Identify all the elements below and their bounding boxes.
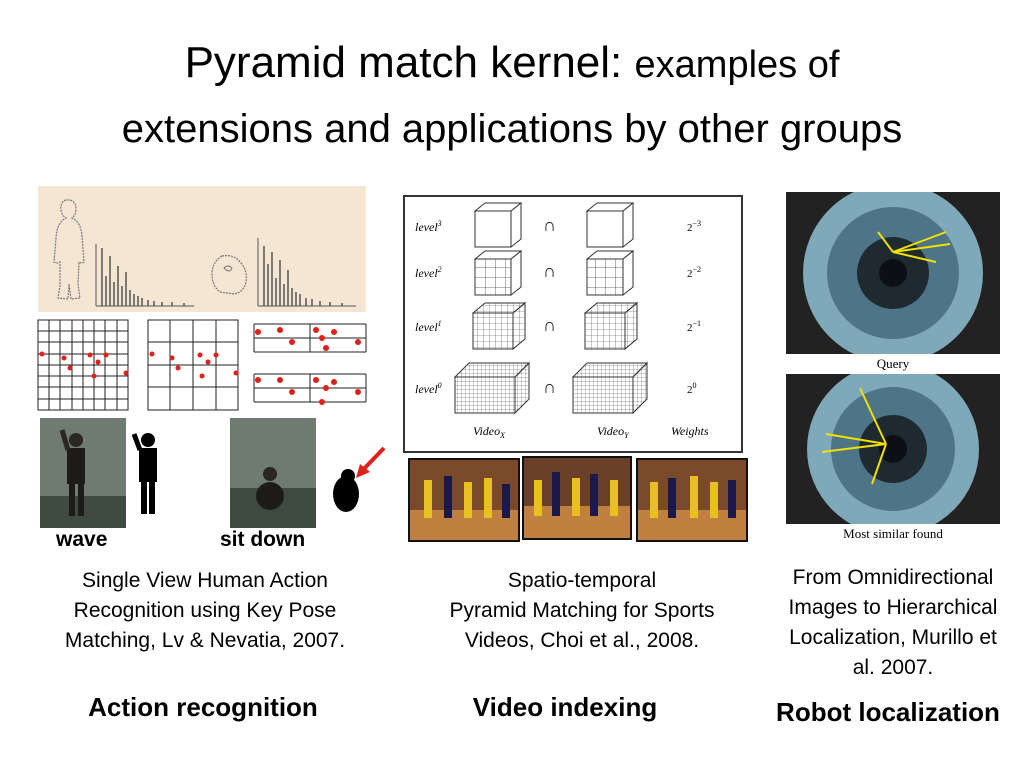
- robot-caption: From Omnidirectional Images to Hierarchi…: [762, 563, 1024, 683]
- title-main: Pyramid match kernel:: [184, 38, 623, 87]
- weight-label: 2−2: [687, 265, 701, 280]
- wave-photo: [40, 418, 126, 528]
- similar-omni-image: [786, 363, 1000, 535]
- intersection-icon: ∩: [543, 315, 556, 335]
- keypoint-grids: [36, 318, 368, 412]
- keypoint-grids-figure: [37, 319, 367, 411]
- sports-frame: [408, 458, 520, 542]
- sit-down-silhouette: [326, 442, 392, 518]
- video-y-label: VideoY: [597, 424, 630, 440]
- intersection-icon: ∩: [543, 377, 556, 397]
- level-label: level1: [415, 319, 442, 334]
- sports-frame-figure: [638, 460, 746, 540]
- action-caption-line: Matching, Lv & Nevatia, 2007.: [64, 629, 346, 652]
- similar-omni-figure: [807, 363, 979, 535]
- sit-down-photo: [230, 418, 316, 528]
- silhouette-histogram-figure: [53, 199, 356, 307]
- intersection-icon: ∩: [543, 215, 556, 235]
- sports-frame: [636, 458, 748, 542]
- query-omni-image: [786, 183, 1000, 363]
- query-omni-figure: [803, 183, 983, 363]
- level-label: level2: [415, 265, 442, 280]
- video-caption: Spatio-temporal Pyramid Matching for Spo…: [402, 566, 762, 656]
- slide-title-line2: extensions and applications by other gro…: [121, 107, 903, 151]
- slide-title: Pyramid match kernel: examples of: [0, 38, 1024, 90]
- sports-frame-figure: [524, 458, 630, 538]
- sit-down-silhouette-figure: [333, 446, 386, 512]
- sports-frame-figure: [410, 460, 518, 540]
- silhouette-histogram-panel: [38, 186, 366, 312]
- wave-silhouette-figure: [131, 433, 157, 514]
- sports-frame: [522, 456, 632, 540]
- weight-label: 2−3: [687, 219, 701, 234]
- robot-caption-line: al. 2007.: [852, 656, 934, 679]
- robot-caption-line: Images to Hierarchical: [788, 596, 998, 619]
- most-similar-label: Most similar found: [843, 526, 943, 541]
- red-arrow-head-icon: [356, 464, 370, 478]
- robot-caption-line: Localization, Murillo et: [789, 626, 997, 649]
- robot-localization-heading: Robot localization: [776, 697, 1000, 727]
- sit-down-label: sit down: [220, 528, 306, 551]
- weight-label: 20: [687, 381, 697, 396]
- pyramid-diagram: level3 level2 level1 level0 ∩ ∩ ∩ ∩: [403, 195, 743, 453]
- title-sub: examples of: [634, 44, 840, 86]
- sit-down-photo-figure: [230, 418, 316, 528]
- video-caption-line: Videos, Choi et al., 2008.: [464, 629, 700, 652]
- pyramid-cubes-figure: level3 level2 level1 level0 ∩ ∩ ∩ ∩: [415, 201, 709, 440]
- action-caption-line: Recognition using Key Pose: [73, 599, 337, 622]
- action-caption-line: Single View Human Action: [82, 569, 328, 592]
- video-caption-line: Pyramid Matching for Sports: [449, 599, 715, 622]
- action-recognition-heading: Action recognition: [88, 692, 318, 722]
- wave-silhouette: [130, 430, 166, 516]
- intersection-icon: ∩: [543, 261, 556, 281]
- robot-caption-line: From Omnidirectional: [792, 566, 994, 589]
- level-label: level3: [415, 219, 442, 234]
- wave-photo-figure: [40, 418, 126, 528]
- weight-label: 2−1: [687, 319, 701, 334]
- video-x-label: VideoX: [473, 424, 506, 440]
- action-caption: Single View Human Action Recognition usi…: [20, 566, 390, 656]
- wave-label: wave: [56, 528, 108, 551]
- level-label: level0: [415, 381, 442, 396]
- weights-label: Weights: [671, 424, 709, 438]
- video-indexing-heading: Video indexing: [472, 692, 658, 722]
- video-caption-line: Spatio-temporal: [507, 569, 657, 592]
- query-label: Query: [876, 356, 910, 371]
